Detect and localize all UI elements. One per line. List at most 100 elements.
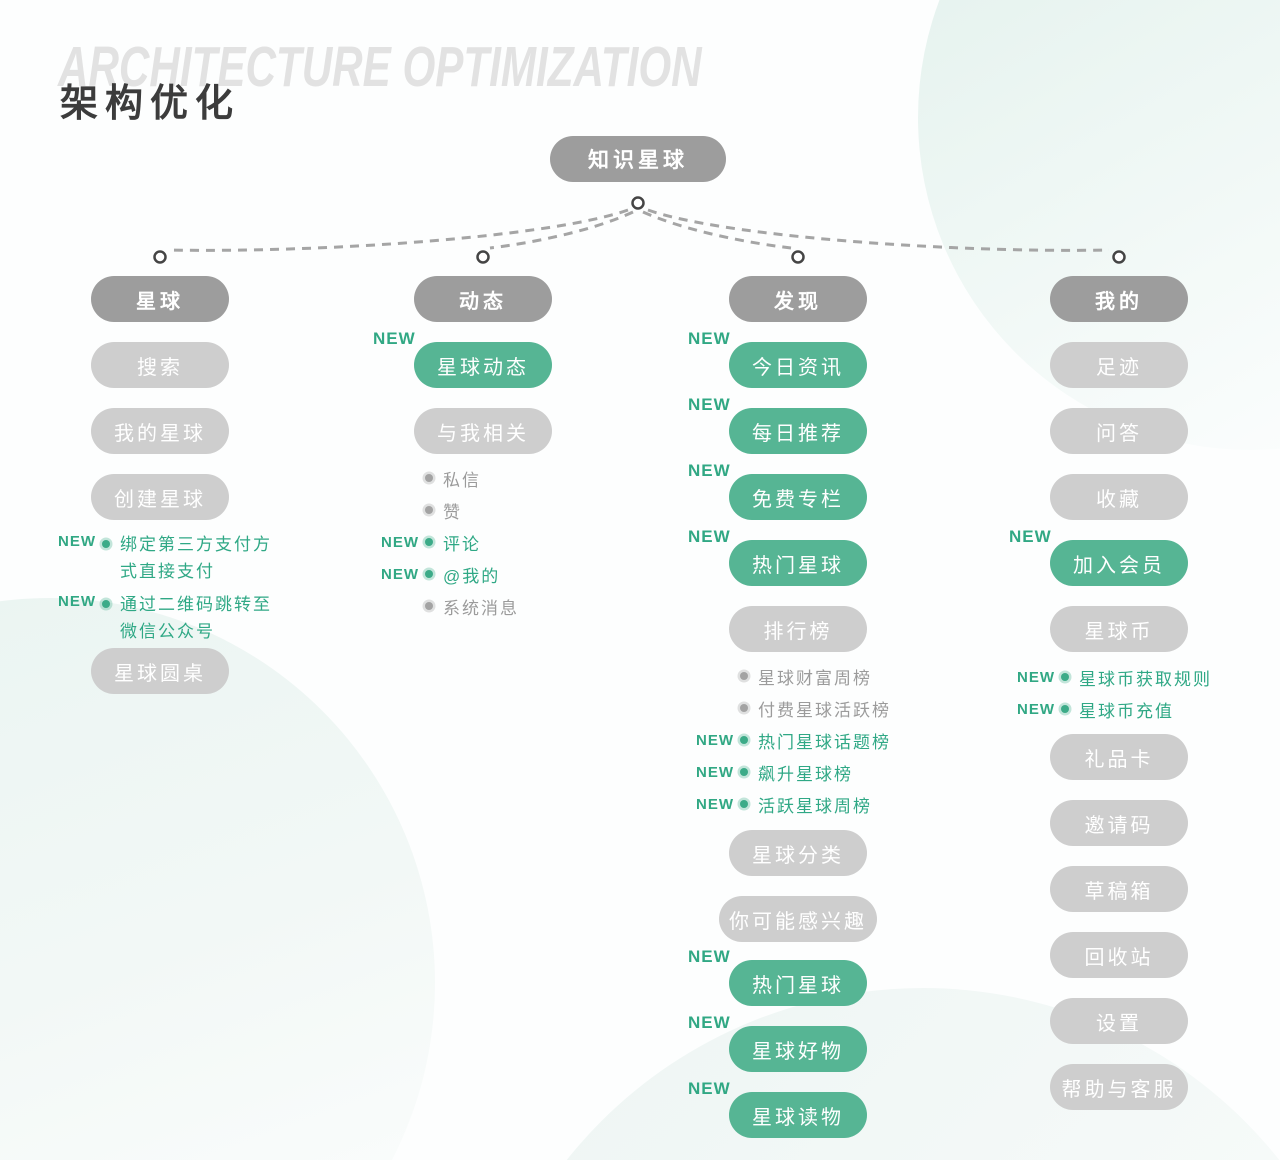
new-badge: NEW <box>688 329 731 348</box>
node: 排行榜 <box>729 606 867 652</box>
branch-row-mine: 我的 <box>989 276 1249 322</box>
new-badge: NEW <box>58 593 96 610</box>
highlight-node: 星球读物 <box>729 1092 867 1138</box>
node-row: 星球圆桌 <box>30 648 290 694</box>
node: 我的星球 <box>91 408 229 454</box>
node-row: 帮助与客服 <box>989 1064 1249 1110</box>
node-row: 邀请码 <box>989 800 1249 846</box>
node-row: 星球分类 <box>668 830 928 876</box>
leaf-label: 通过二维码跳转至微信公众号 <box>120 595 272 641</box>
new-badge: NEW <box>1017 668 1055 686</box>
leaf-row: NEW 星球币充值 <box>989 693 1249 725</box>
bullet-icon <box>425 474 433 482</box>
node-row: 礼品卡 <box>989 734 1249 780</box>
node: 回收站 <box>1050 932 1188 978</box>
node-row: 搜索 <box>30 342 290 388</box>
bullet-icon <box>740 672 748 680</box>
leaf-row: NEW 评论 <box>353 526 613 558</box>
node: 礼品卡 <box>1050 734 1188 780</box>
leaf-row: 星球财富周榜 <box>668 660 928 692</box>
branch-row-discover: 发现 <box>668 276 928 322</box>
highlight-node: 星球好物 <box>729 1026 867 1072</box>
bullet-icon <box>1061 705 1069 713</box>
highlight-node: 热门星球 <box>729 540 867 586</box>
node: 足迹 <box>1050 342 1188 388</box>
node-row: 你可能感兴趣 <box>668 896 928 942</box>
node-row: 排行榜 <box>668 606 928 652</box>
node-row: 创建星球 <box>30 474 290 520</box>
new-badge: NEW <box>688 461 731 480</box>
node-row: 设置 <box>989 998 1249 1044</box>
bullet-icon <box>740 800 748 808</box>
leaf-row: 私信 <box>353 462 613 494</box>
node: 收藏 <box>1050 474 1188 520</box>
new-badge: NEW <box>688 395 731 414</box>
node-row: 足迹 <box>989 342 1249 388</box>
root-node: 知识星球 <box>550 136 726 182</box>
node-row: 收藏 <box>989 474 1249 520</box>
highlight-node: 今日资讯 <box>729 342 867 388</box>
node-row: 与我相关 <box>353 408 613 454</box>
leaf-label: 系统消息 <box>443 598 519 618</box>
node: 搜索 <box>91 342 229 388</box>
title-chinese: 架构优化 <box>60 83 241 125</box>
leaf-row: 系统消息 <box>353 590 613 622</box>
new-badge: NEW <box>696 795 734 813</box>
node-row: 草稿箱 <box>989 866 1249 912</box>
leaf-label: 付费星球活跃榜 <box>758 700 891 720</box>
bullet-icon <box>425 570 433 578</box>
leaf-label: 绑定第三方支付方式直接支付 <box>120 535 272 581</box>
leaf-row: 付费星球活跃榜 <box>668 692 928 724</box>
leaf-label: 活跃星球周榜 <box>758 796 872 816</box>
new-badge: NEW <box>373 329 416 348</box>
leaf-label: 星球币充值 <box>1079 701 1174 721</box>
highlight-node: 热门星球 <box>729 960 867 1006</box>
new-badge: NEW <box>1017 700 1055 718</box>
leaf-label: 赞 <box>443 502 462 522</box>
leaf-label: 私信 <box>443 470 481 490</box>
bullet-icon <box>1061 673 1069 681</box>
node: 设置 <box>1050 998 1188 1044</box>
bullet-icon <box>740 736 748 744</box>
bullet-icon <box>102 600 110 608</box>
leaf-label: 星球币获取规则 <box>1079 669 1212 689</box>
title-english: ARCHITECTURE OPTIMIZATION <box>58 35 702 99</box>
branch-node-mine: 我的 <box>1050 276 1188 322</box>
leaf-label: 飙升星球榜 <box>758 764 853 784</box>
new-badge: NEW <box>688 947 731 966</box>
leaf-label: 评论 <box>443 534 481 554</box>
highlight-node: 每日推荐 <box>729 408 867 454</box>
node-row: 星球币 <box>989 606 1249 652</box>
node: 星球币 <box>1050 606 1188 652</box>
new-badge: NEW <box>1009 527 1052 546</box>
bullet-icon <box>425 538 433 546</box>
node: 与我相关 <box>414 408 552 454</box>
branch-node-moments: 动态 <box>414 276 552 322</box>
node: 帮助与客服 <box>1050 1064 1188 1110</box>
node-row: 回收站 <box>989 932 1249 978</box>
bullet-icon <box>425 602 433 610</box>
new-badge: NEW <box>381 533 419 551</box>
leaf-label: 热门星球话题榜 <box>758 732 891 752</box>
new-badge: NEW <box>688 527 731 546</box>
branch-row-planet: 星球 <box>30 276 290 322</box>
new-badge: NEW <box>381 565 419 583</box>
node: 问答 <box>1050 408 1188 454</box>
bullet-icon <box>425 506 433 514</box>
leaf-label: 星球财富周榜 <box>758 668 872 688</box>
node: 你可能感兴趣 <box>719 896 877 942</box>
branch-node-discover: 发现 <box>729 276 867 322</box>
leaf-row: 赞 <box>353 494 613 526</box>
node: 草稿箱 <box>1050 866 1188 912</box>
